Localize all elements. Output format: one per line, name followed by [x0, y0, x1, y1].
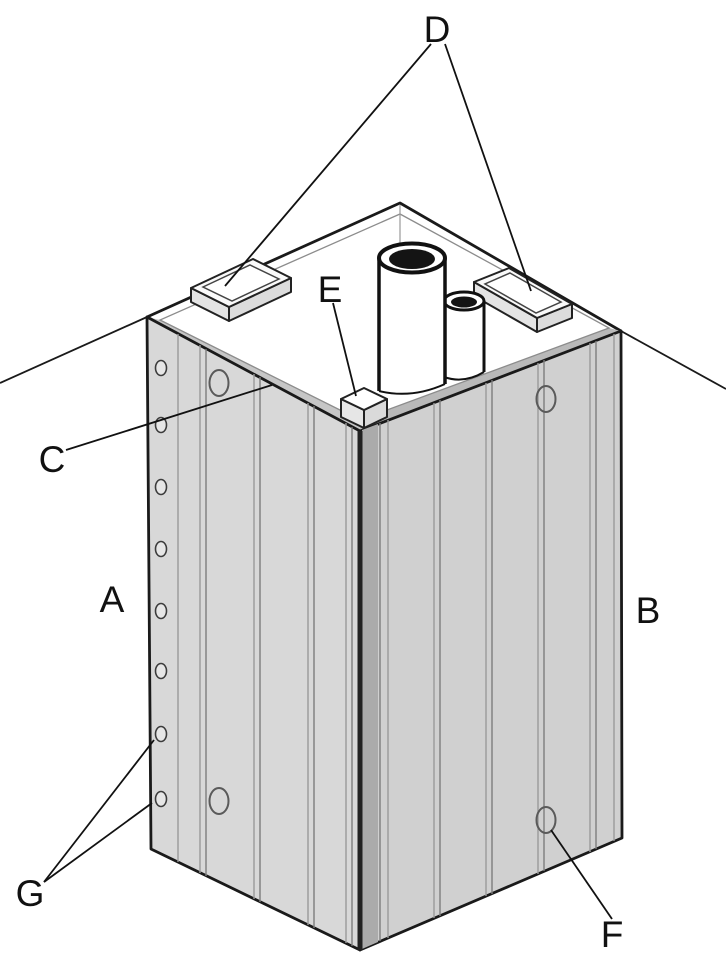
pipe-base-curve: [378, 383, 446, 395]
large-hole-top-right: [535, 385, 557, 413]
corner-tube-right: [473, 267, 573, 333]
leader-lines: [43, 43, 613, 920]
label-c: C: [39, 439, 66, 480]
pipe-body: [444, 301, 484, 377]
large-hole-bottom-right: [535, 806, 557, 834]
post-top-face: [340, 387, 388, 411]
pipe-large: [377, 241, 447, 395]
pipe-small: [442, 290, 486, 381]
bolt-hole: [154, 602, 168, 620]
large-hole-top-left: [208, 369, 230, 397]
plane-line-left: [0, 316, 148, 384]
leader-line-d-right: [444, 43, 532, 292]
corner-shadow-strip: [362, 424, 378, 949]
box-faces: [145, 315, 624, 952]
bolt-hole: [154, 478, 168, 496]
face-right: [358, 329, 624, 952]
tube-top-opening: [483, 272, 563, 314]
label-f: F: [601, 914, 624, 953]
large-hole-bottom-left: [208, 787, 230, 815]
callout-labels: A B C D E F G: [16, 9, 661, 953]
bolt-hole: [154, 359, 168, 377]
panel-joint-lines-left: [177, 334, 353, 946]
label-a: A: [100, 579, 125, 620]
bolt-hole: [154, 725, 168, 743]
bolt-hole: [154, 540, 168, 558]
bolt-hole: [154, 662, 168, 680]
pipe-base-curve: [443, 371, 485, 381]
panel-joint-lines-right: [379, 334, 615, 941]
plane-extension-lines: [0, 316, 726, 390]
label-b: B: [636, 590, 661, 631]
bolt-hole-column: [154, 359, 168, 808]
corner-post: [340, 387, 388, 429]
label-g: G: [16, 873, 45, 914]
leader-line-f: [550, 829, 613, 920]
plane-line-right: [620, 330, 726, 390]
leader-line-d-left: [224, 43, 432, 287]
leader-line-g-lower: [43, 802, 153, 883]
leader-line-c: [65, 384, 273, 451]
pipe-body: [379, 258, 445, 391]
tube-top-opening: [201, 264, 281, 302]
label-d: D: [424, 9, 451, 50]
leader-line-g-upper: [43, 739, 155, 883]
leader-line-e: [332, 302, 357, 397]
label-e: E: [318, 269, 343, 310]
corner-tube-left: [190, 258, 292, 322]
pipe-bore: [389, 249, 435, 269]
bolt-hole: [154, 790, 168, 808]
large-holes: [208, 369, 557, 834]
pipe-bore: [451, 296, 477, 308]
